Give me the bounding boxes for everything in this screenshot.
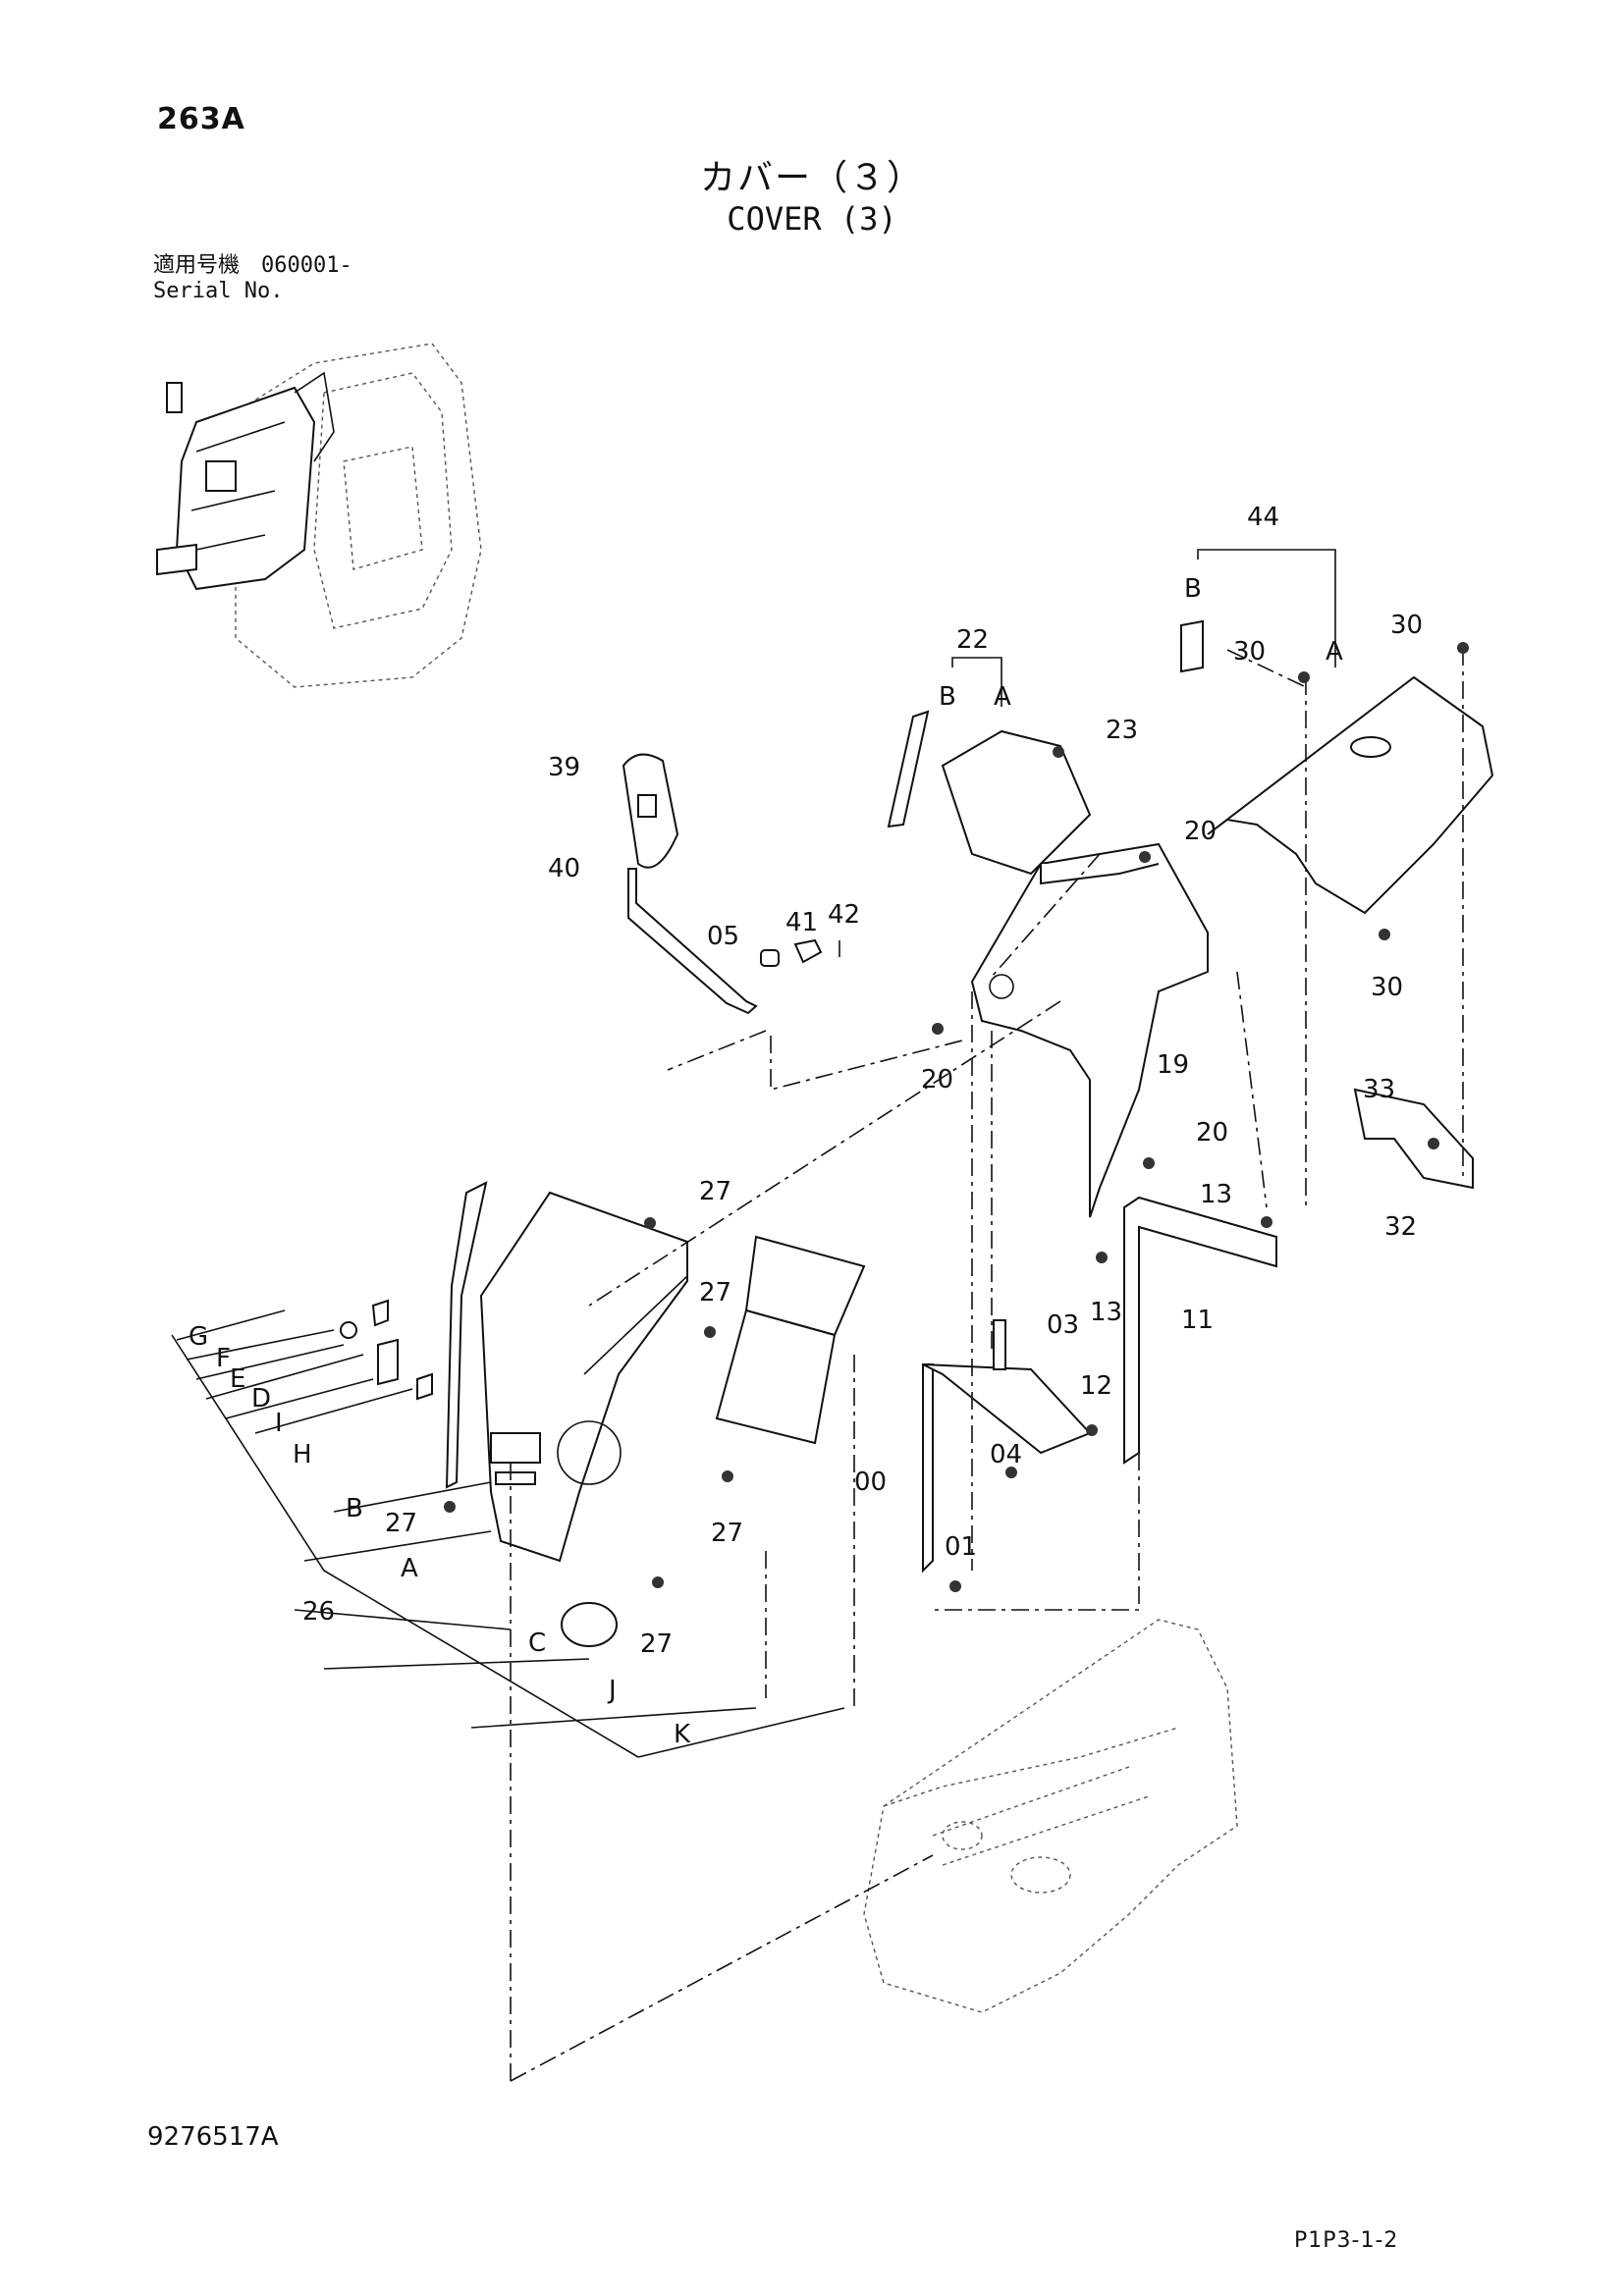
label-d: D — [251, 1384, 271, 1414]
callout-33: 33 — [1363, 1075, 1395, 1104]
callout-03: 03 — [1047, 1310, 1079, 1340]
callout-labels: 44 B A 30 30 30 22 B A 23 39 20 40 05 41… — [189, 503, 1423, 1749]
label-h: H — [293, 1440, 312, 1469]
callout-19: 19 — [1157, 1050, 1189, 1080]
serial-label-en: Serial No. — [153, 279, 284, 303]
serial-label-jp: 適用号機 060001- — [153, 253, 352, 278]
callout-20-c: 20 — [1196, 1118, 1228, 1148]
label-c: C — [528, 1629, 546, 1658]
cover-panels — [715, 1235, 866, 1445]
callout-13-a: 13 — [1200, 1180, 1232, 1209]
part-26-main-cover — [445, 1181, 688, 1563]
callout-00: 00 — [854, 1468, 887, 1497]
serial-number-block: 適用号機 060001- Serial No. — [153, 253, 352, 304]
callout-27-a: 27 — [699, 1177, 731, 1206]
callout-11: 11 — [1181, 1306, 1214, 1335]
callout-01: 01 — [945, 1532, 977, 1562]
title-japanese: カバー（３） — [699, 158, 924, 198]
part-40-rod — [627, 868, 758, 1015]
seal-c — [561, 1602, 618, 1647]
callout-32: 32 — [1384, 1212, 1417, 1242]
callout-44: 44 — [1247, 503, 1279, 532]
page-number: 263A — [157, 102, 245, 136]
base-frame-reference — [863, 1619, 1238, 2013]
bolts — [444, 642, 1469, 1592]
callout-22-b: B — [939, 682, 956, 712]
callout-13-b: 13 — [1090, 1298, 1122, 1327]
left-fasteners — [340, 1299, 433, 1401]
page-reference: P1P3-1-2 — [1294, 2228, 1399, 2253]
callout-12: 12 — [1080, 1371, 1112, 1401]
callout-27-c: 27 — [385, 1509, 417, 1538]
callout-22-a: A — [994, 682, 1011, 712]
callout-22: 22 — [956, 625, 989, 655]
callout-30-c: 30 — [1371, 973, 1403, 1002]
callout-05: 05 — [707, 922, 739, 951]
label-k: K — [674, 1720, 691, 1749]
leader-lines — [171, 1309, 845, 1758]
callout-44-b: B — [1184, 574, 1202, 604]
callout-27-e: 27 — [640, 1629, 673, 1659]
callout-23: 23 — [1106, 716, 1138, 745]
part-32-bracket — [1353, 1088, 1474, 1190]
part-11-bracket — [1123, 1196, 1277, 1465]
document-code: 9276517A — [147, 2122, 279, 2152]
part-44-top-plate — [1180, 549, 1494, 915]
callout-26: 26 — [302, 1597, 335, 1627]
small-parts-05-41-42 — [760, 938, 840, 967]
callout-39: 39 — [548, 753, 580, 782]
callout-30-a: 30 — [1233, 637, 1266, 667]
callout-04: 04 — [990, 1440, 1022, 1469]
part-00-frame — [922, 1319, 1092, 1574]
label-f: F — [216, 1344, 231, 1373]
machine-location-thumbnail — [156, 343, 482, 688]
callout-30-b: 30 — [1390, 611, 1423, 640]
callout-41: 41 — [785, 908, 818, 937]
label-j: J — [607, 1676, 617, 1705]
callout-44-a: A — [1326, 637, 1343, 667]
label-b: B — [346, 1494, 363, 1523]
callout-20-b: 20 — [921, 1065, 953, 1095]
part-39-mirror — [622, 753, 679, 869]
callout-40: 40 — [548, 854, 580, 883]
assembly-lines — [510, 648, 1464, 2082]
callout-27-b: 27 — [699, 1278, 731, 1308]
part-22-plate — [887, 657, 1092, 876]
label-e: E — [230, 1364, 245, 1394]
callout-27-d: 27 — [711, 1519, 743, 1548]
callout-42: 42 — [828, 900, 860, 930]
callout-20-a: 20 — [1184, 817, 1217, 846]
label-i: I — [275, 1409, 283, 1438]
title-english: COVER (3) — [727, 200, 897, 238]
label-a: A — [401, 1554, 418, 1583]
label-g: G — [189, 1322, 208, 1352]
part-19-bracket — [970, 842, 1209, 1218]
